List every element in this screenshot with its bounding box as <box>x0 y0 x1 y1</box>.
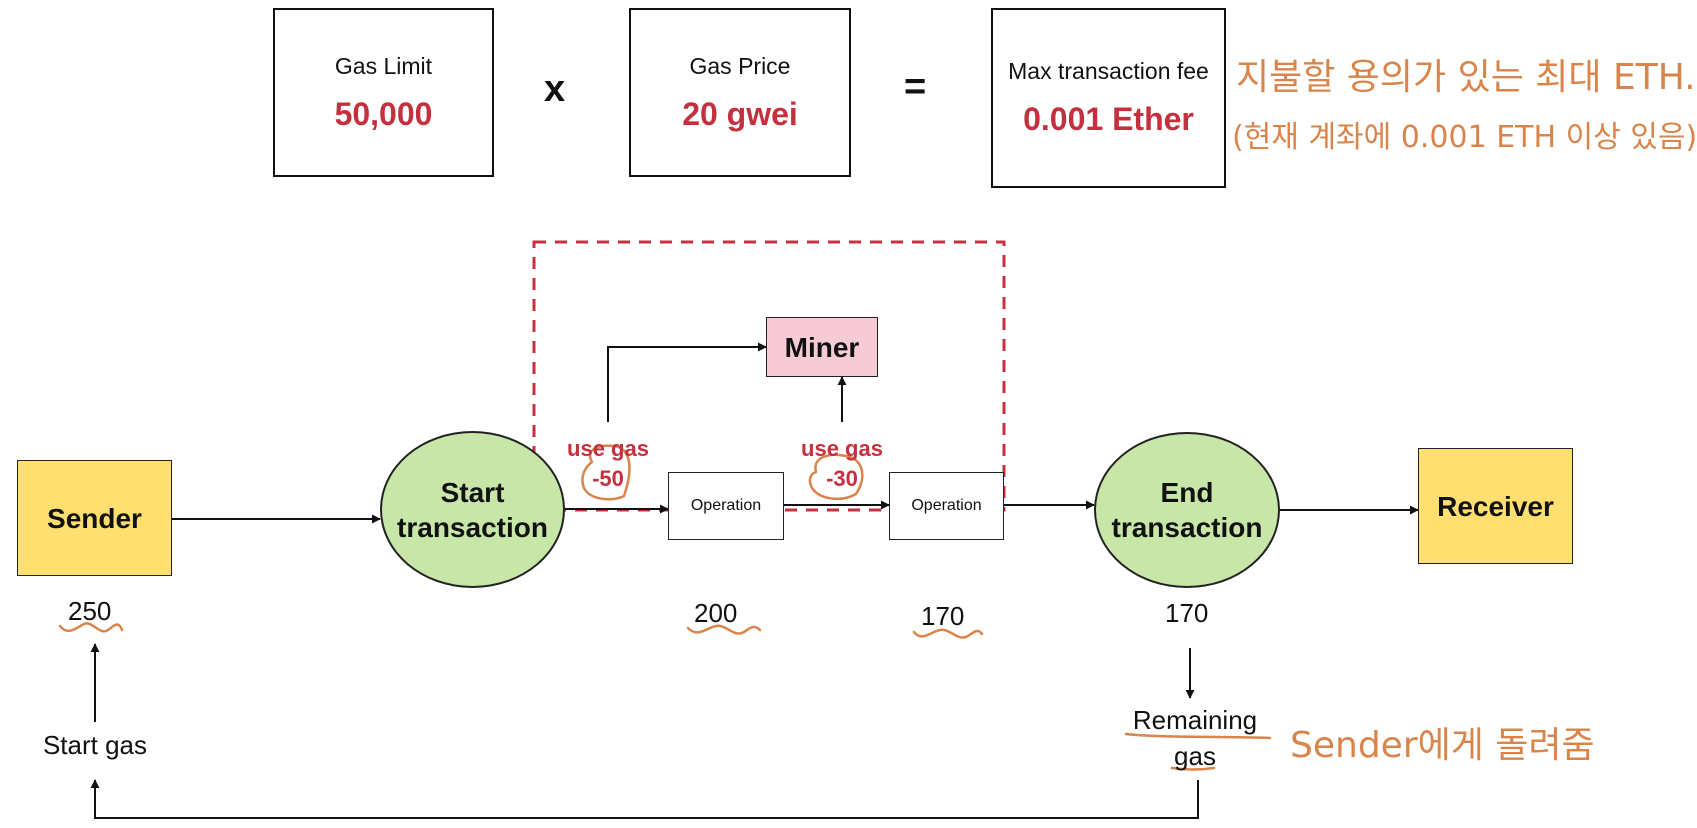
multiply-sign: x <box>544 68 566 110</box>
wave-250 <box>58 622 124 633</box>
end-transaction-node: End transaction <box>1094 432 1280 588</box>
miner-label: Miner <box>784 331 860 363</box>
gas-value-end: 170 <box>1165 598 1209 628</box>
circle-minus-30 <box>808 453 864 501</box>
operation-node-2: Operation <box>889 472 1004 540</box>
miner-node: Miner <box>766 317 878 377</box>
use-gas-2-amount: -30 <box>826 466 858 491</box>
circle-minus-50 <box>581 444 631 501</box>
max-fee-label: Max transaction fee <box>1008 58 1209 84</box>
equals-sign: = <box>904 66 927 108</box>
gas-price-value: 20 gwei <box>682 95 798 132</box>
max-fee-note-line1: 지불할 용의가 있는 최대 ETH. <box>1236 57 1696 98</box>
return-gas-line <box>90 779 1199 819</box>
underline-gas <box>1170 766 1216 771</box>
max-fee-note-line2: (현재 계좌에 0.001 ETH 이상 있음) <box>1232 120 1697 155</box>
arrow-usegas1-to-miner <box>607 342 767 422</box>
start-transaction-node: Start transaction <box>380 431 565 588</box>
max-fee-box: Max transaction fee 0.001 Ether <box>991 8 1226 188</box>
gas-price-label: Gas Price <box>689 52 791 79</box>
receiver-node: Receiver <box>1418 448 1573 564</box>
underline-remaining <box>1124 732 1272 740</box>
use-gas-1-label: use gas <box>567 436 649 461</box>
end-transaction-label: End transaction <box>1111 477 1263 543</box>
wave-200 <box>686 624 762 635</box>
receiver-label: Receiver <box>1437 490 1554 522</box>
gas-value-sender: 250 <box>68 596 112 626</box>
use-gas-2-label: use gas <box>801 436 883 461</box>
operation-node-1: Operation <box>668 472 784 540</box>
start-gas-label: Start gas <box>42 730 148 760</box>
remaining-gas-label: Remaining gas <box>1132 705 1258 771</box>
max-fee-value: 0.001 Ether <box>1023 101 1194 137</box>
gas-limit-value: 50,000 <box>334 95 433 132</box>
gas-limit-label: Gas Limit <box>334 52 433 79</box>
operation-1-label: Operation <box>690 497 762 514</box>
sender-label: Sender <box>47 502 142 534</box>
remaining-gas-note: Sender에게 돌려줌 <box>1290 725 1595 766</box>
sender-node: Sender <box>17 460 172 576</box>
start-transaction-label: Start transaction <box>397 476 548 543</box>
use-gas-1-amount: -50 <box>592 466 624 491</box>
operation-2-label: Operation <box>911 497 982 514</box>
gas-limit-box: Gas Limit 50,000 <box>273 8 494 177</box>
gas-value-after-op2: 170 <box>921 601 965 631</box>
gas-price-box: Gas Price 20 gwei <box>629 8 851 177</box>
use-gas-1: use gas -50 <box>560 436 656 492</box>
wave-170 <box>912 628 984 639</box>
gas-value-after-op1: 200 <box>694 598 738 628</box>
use-gas-2: use gas -30 <box>794 436 890 492</box>
